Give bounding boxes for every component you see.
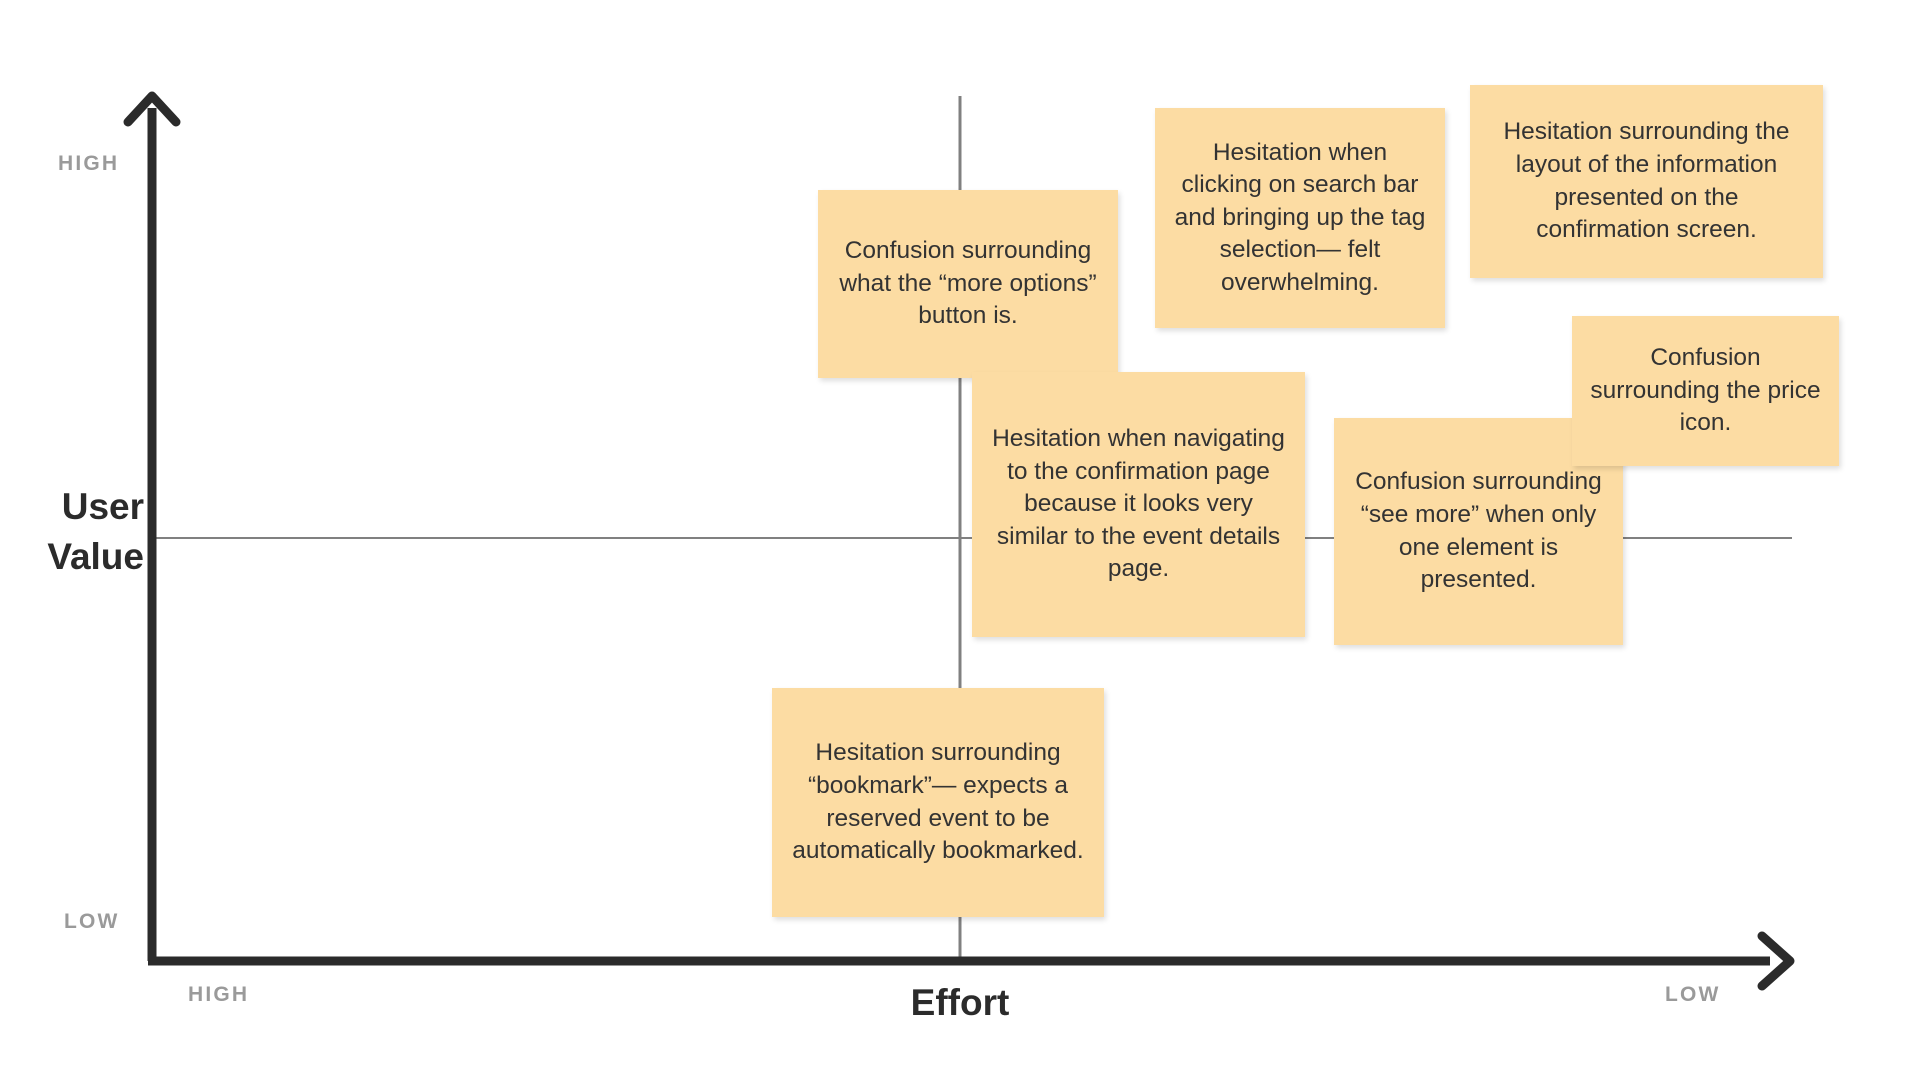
sticky-note[interactable]: Hesitation surrounding the layout of the… xyxy=(1470,85,1823,278)
sticky-note-text: Hesitation surrounding “bookmark”— expec… xyxy=(792,739,1084,865)
y-axis-high-label: HIGH xyxy=(58,152,120,175)
x-axis-title: Effort xyxy=(910,982,1010,1023)
sticky-note[interactable]: Confusion surrounding the price icon. xyxy=(1572,316,1839,466)
y-axis-low-label: LOW xyxy=(64,910,120,933)
sticky-note[interactable]: Hesitation surrounding “bookmark”— expec… xyxy=(772,688,1104,917)
sticky-note-text: Confusion surrounding what the “more opt… xyxy=(839,237,1097,330)
sticky-note-text: Confusion surrounding the price icon. xyxy=(1590,344,1821,437)
sticky-note-text: Hesitation when navigating to the confir… xyxy=(992,425,1285,583)
sticky-note-text: Hesitation when clicking on search bar a… xyxy=(1174,138,1426,296)
sticky-note[interactable]: Hesitation when navigating to the confir… xyxy=(972,372,1305,637)
sticky-note-text: Hesitation surrounding the layout of the… xyxy=(1503,118,1790,244)
sticky-note-text: Confusion surrounding “see more” when on… xyxy=(1355,468,1602,594)
y-axis-title: User Value xyxy=(47,486,144,577)
x-axis-low-label: LOW xyxy=(1665,983,1721,1006)
sticky-note[interactable]: Confusion surrounding what the “more opt… xyxy=(818,190,1118,378)
x-axis-arrowhead xyxy=(1757,931,1795,991)
sticky-note[interactable]: Hesitation when clicking on search bar a… xyxy=(1155,108,1445,328)
y-axis-arrowhead xyxy=(123,91,181,127)
x-axis-high-label: HIGH xyxy=(188,983,250,1006)
